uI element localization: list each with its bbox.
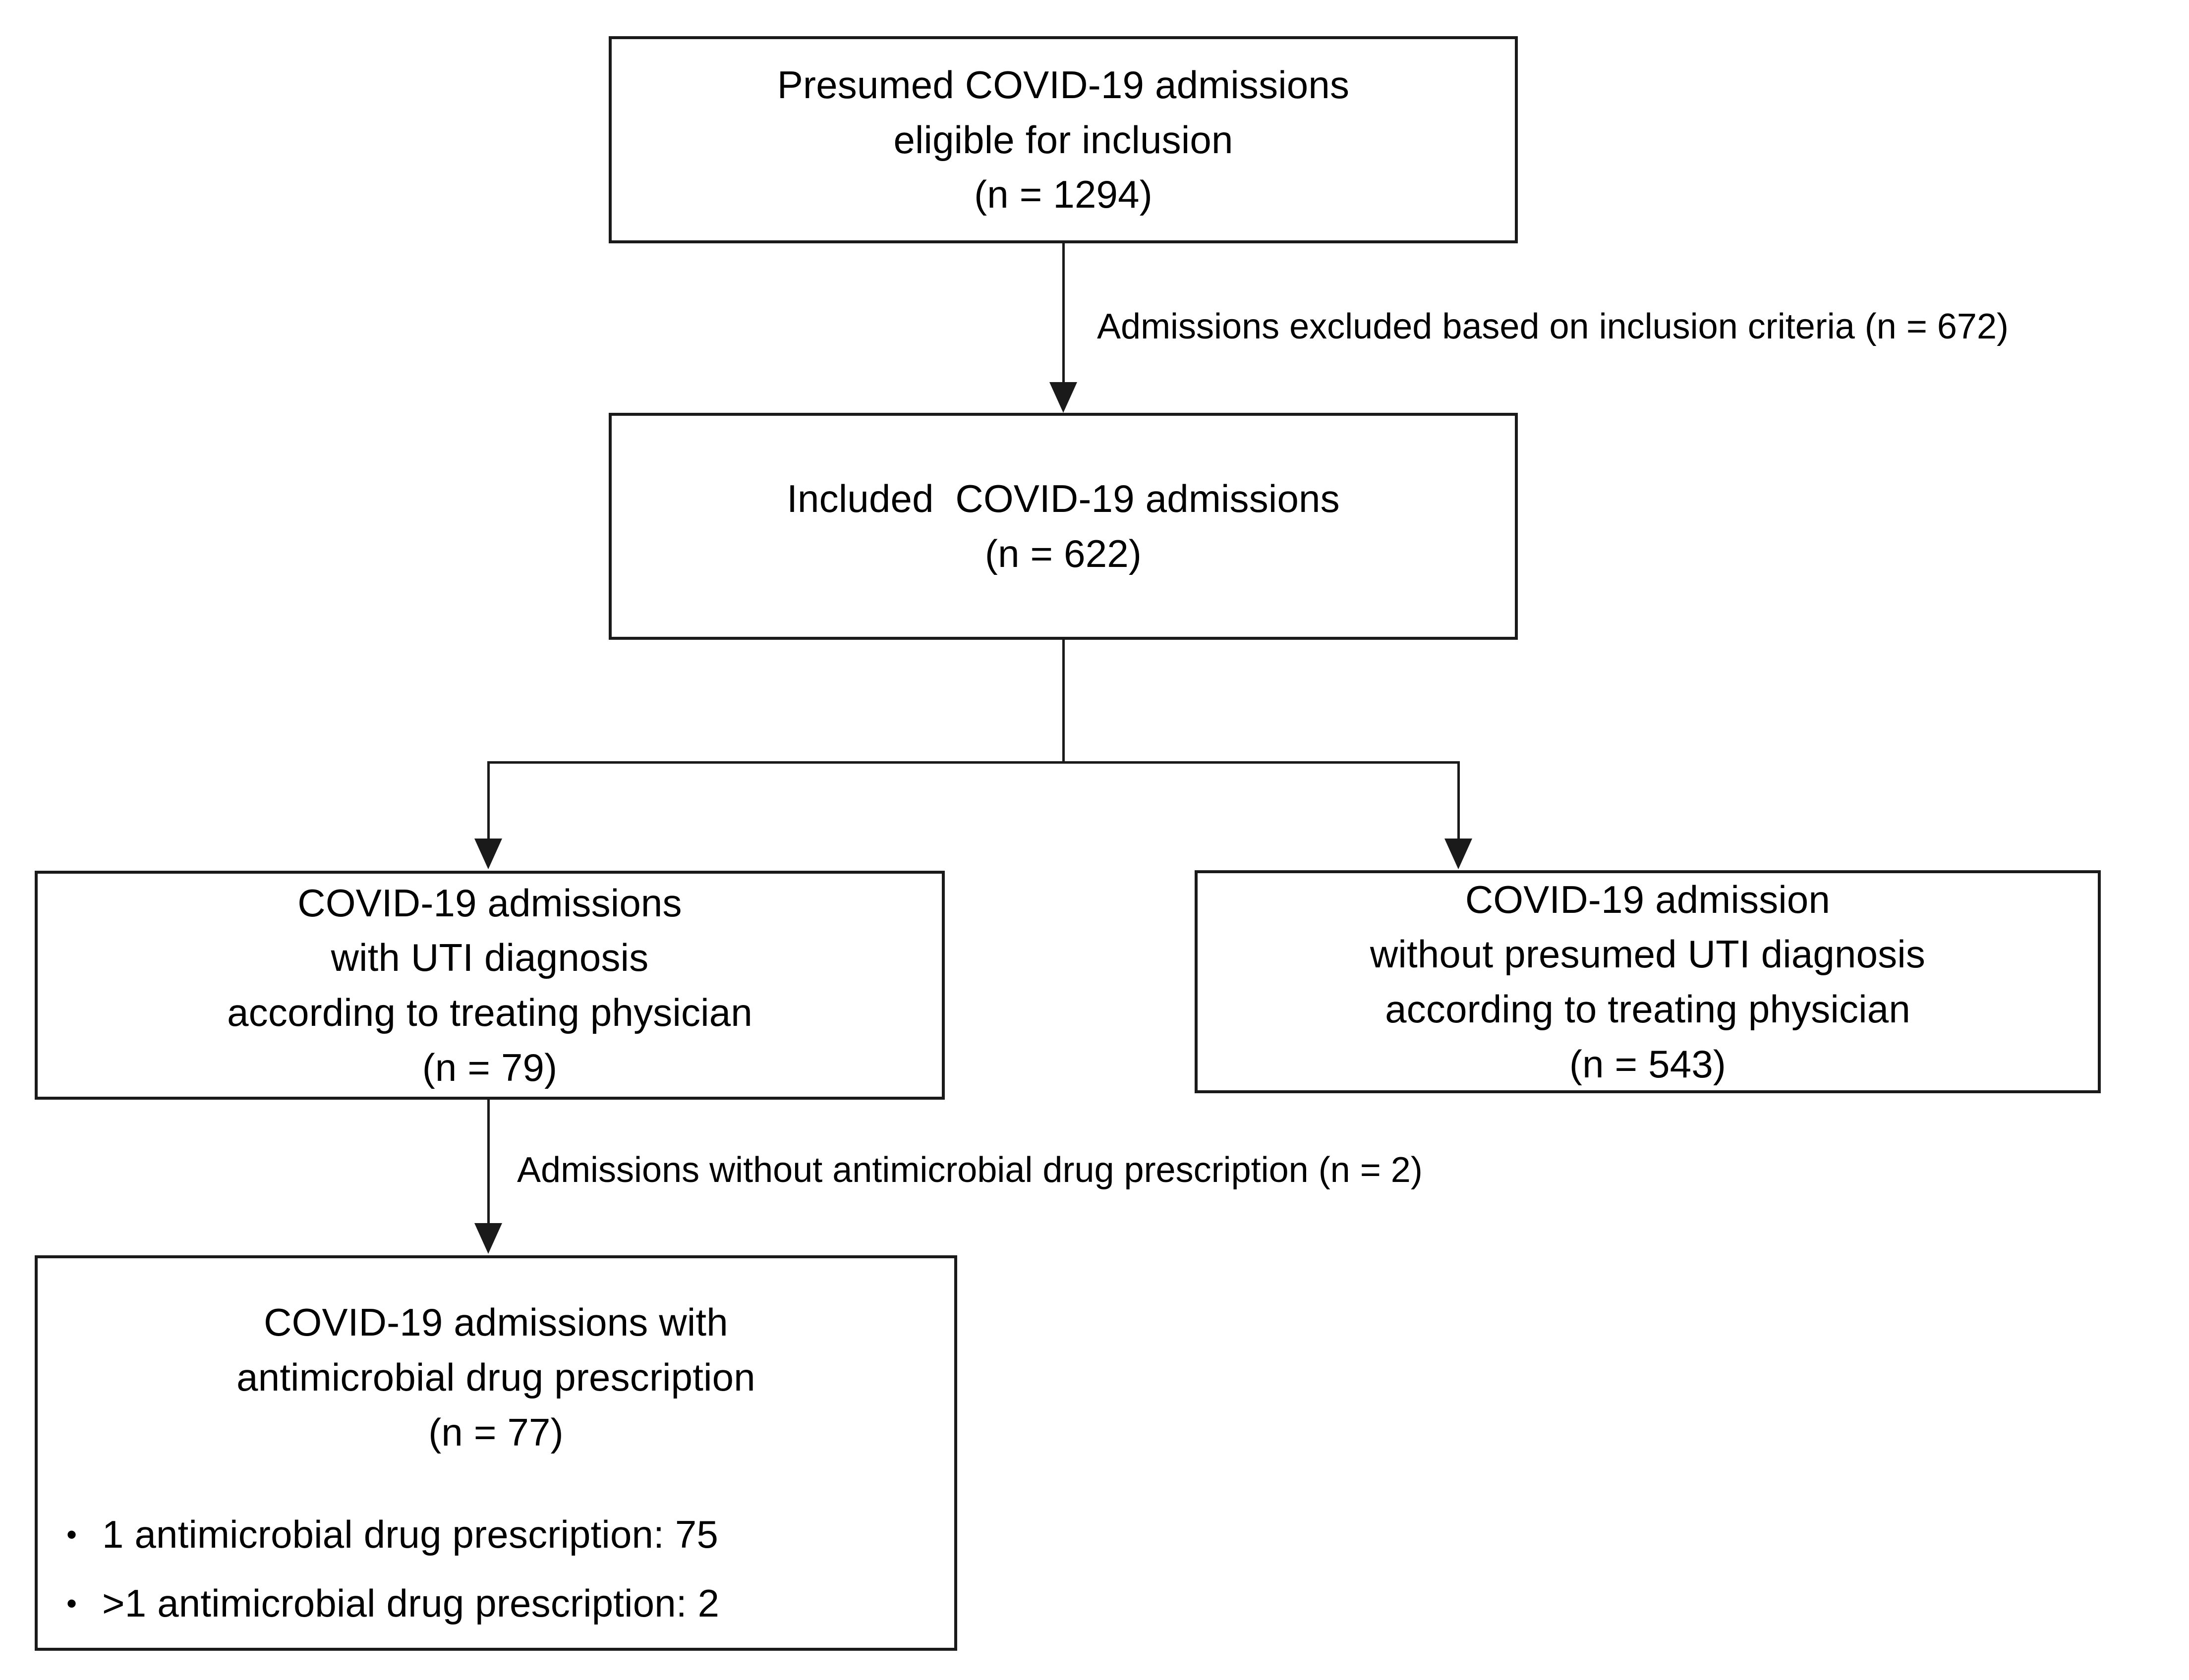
node-no-uti-line-4: (n = 543)	[1569, 1042, 1727, 1086]
node-antimicrobial-line-1: COVID-19 admissions with	[264, 1300, 728, 1344]
list-item-label: >1 antimicrobial drug prescription: 2	[102, 1581, 720, 1625]
edge-label-no-prescription: Admissions without antimicrobial drug pr…	[517, 1150, 1423, 1190]
node-antimicrobial-line-2: antimicrobial drug prescription	[236, 1355, 755, 1399]
arrowhead-down-icon	[1049, 382, 1077, 413]
connector-presumed-to-included	[1062, 243, 1065, 387]
node-antimicrobial-heading: COVID-19 admissions with antimicrobial d…	[38, 1295, 954, 1459]
node-no-uti-line-2: without presumed UTI diagnosis	[1370, 932, 1926, 976]
node-included-line-2: (n = 622)	[984, 532, 1142, 575]
connector-uti-to-antimicrobial	[487, 1100, 490, 1226]
connector-branch-bar	[487, 761, 1460, 764]
node-uti-line-4: (n = 79)	[422, 1045, 558, 1089]
node-uti-line-3: according to treating physician	[227, 991, 752, 1034]
node-presumed-admissions: Presumed COVID-19 admissions eligible fo…	[609, 36, 1518, 243]
node-presumed-line-2: eligible for inclusion	[893, 117, 1233, 162]
list-item-label: 1 antimicrobial drug prescription: 75	[102, 1512, 719, 1557]
node-uti-line-1: COVID-19 admissions	[297, 881, 682, 925]
node-antimicrobial-bullet-list: • 1 antimicrobial drug prescription: 75 …	[38, 1507, 954, 1645]
arrowhead-down-icon	[474, 839, 502, 869]
bullet-dot-icon: •	[66, 1518, 77, 1552]
node-presumed-line-1: Presumed COVID-19 admissions	[777, 62, 1350, 107]
node-antimicrobial-prescription: COVID-19 admissions with antimicrobial d…	[35, 1255, 957, 1651]
list-item: • >1 antimicrobial drug prescription: 2	[66, 1576, 954, 1631]
bullet-dot-icon: •	[66, 1587, 77, 1620]
node-included-line-1: Included COVID-19 admissions	[787, 477, 1340, 521]
connector-branch-to-no-uti	[1457, 761, 1460, 841]
node-included-admissions: Included COVID-19 admissions (n = 622)	[609, 413, 1518, 640]
node-uti-diagnosis: COVID-19 admissions with UTI diagnosis a…	[35, 871, 945, 1100]
node-no-uti-line-3: according to treating physician	[1385, 987, 1910, 1031]
connector-branch-to-uti	[487, 761, 490, 841]
node-no-uti-diagnosis: COVID-19 admission without presumed UTI …	[1195, 870, 2101, 1093]
node-uti-line-2: with UTI diagnosis	[331, 936, 649, 980]
edge-label-excluded: Admissions excluded based on inclusion c…	[1097, 307, 2009, 346]
node-presumed-line-3: (n = 1294)	[974, 172, 1152, 217]
list-item: • 1 antimicrobial drug prescription: 75	[66, 1507, 954, 1562]
node-antimicrobial-line-3: (n = 77)	[428, 1410, 564, 1454]
connector-included-to-branch	[1062, 640, 1065, 763]
arrowhead-down-icon	[1444, 839, 1472, 869]
arrowhead-down-icon	[474, 1223, 502, 1254]
node-no-uti-line-1: COVID-19 admission	[1465, 877, 1831, 921]
